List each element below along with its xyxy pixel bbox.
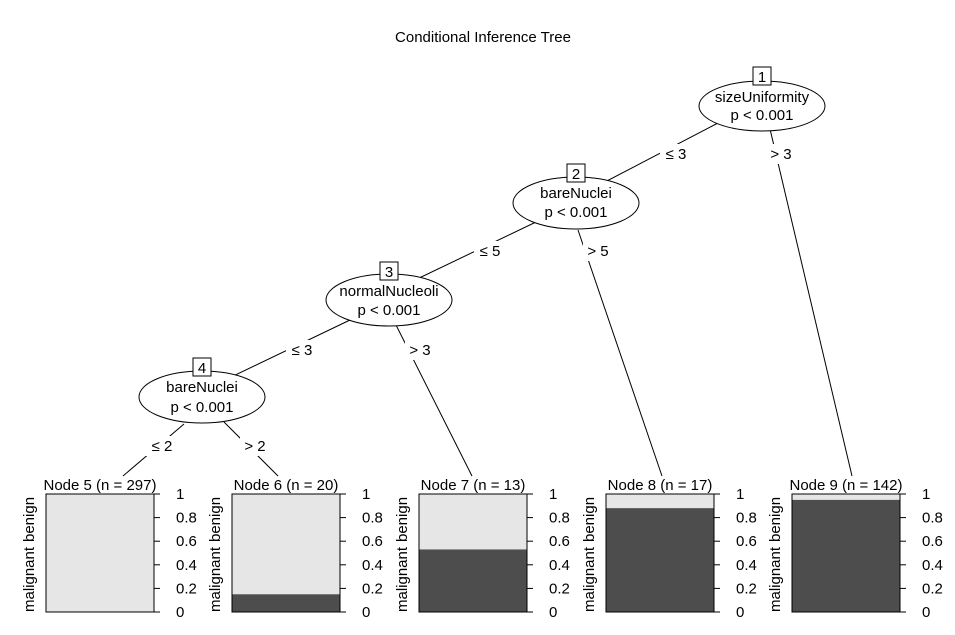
- bar-benign: [45, 493, 155, 613]
- terminal-node-label: Node 6 (n = 20): [234, 477, 339, 494]
- y-label-benign: benign: [21, 497, 38, 542]
- axis-tick-label: 0: [362, 604, 370, 621]
- terminal-node-label: Node 7 (n = 13): [421, 477, 526, 494]
- y-label-malignant: malignant: [581, 546, 598, 612]
- axis-tick-label: 0: [549, 604, 557, 621]
- y-label-benign: benign: [581, 497, 598, 542]
- bar-frame: [45, 493, 155, 613]
- terminal-node-9: Node 9 (n = 142) 0 0.2 0.4 0.6 0.8 1 malignant b…: [767, 477, 943, 621]
- terminal-node-label: Node 8 (n = 17): [608, 477, 713, 494]
- y-label-benign: benign: [394, 497, 411, 542]
- edge-2-8: [577, 229, 663, 477]
- bar-malignant: [792, 499, 900, 612]
- axis-tick-label: 0.6: [922, 533, 943, 550]
- inner-node-1: 1 sizeUniformity p < 0.001: [698, 66, 826, 132]
- axis-tick-label: 0.2: [736, 580, 757, 597]
- node-pvalue-4: p < 0.001: [171, 399, 234, 416]
- axis-tick-label: 0: [176, 604, 184, 621]
- bar-malignant: [232, 594, 340, 612]
- axis-tick-label: 0.2: [362, 580, 383, 597]
- axis-tick-label: 0.4: [549, 557, 570, 574]
- axis-tick-label: 0: [922, 604, 930, 621]
- tree-edges: [122, 122, 853, 477]
- y-label-malignant: malignant: [767, 546, 784, 612]
- axis-tick-label: 0.8: [736, 510, 757, 527]
- bar-frame: [418, 493, 528, 613]
- axis-tick-label: 0.4: [736, 557, 757, 574]
- axis-tick-label: 0.2: [176, 580, 197, 597]
- bar-malignant: [419, 549, 527, 612]
- edge-label-2-3: ≤ 5: [480, 243, 501, 260]
- inner-node-4: 4 bareNuclei p < 0.001: [138, 357, 266, 424]
- edge-label-4-5: ≤ 2: [152, 438, 173, 455]
- edge-label-4-6: > 2: [244, 438, 265, 455]
- terminal-nodes: Node 5 (n = 297) 0 0.2 0.4 0.6 0.8 1 malignant b…: [21, 477, 943, 621]
- terminal-node-6: Node 6 (n = 20) 0 0.2 0.4 0.6 0.8 1 malignant be…: [207, 477, 383, 621]
- axis-tick-label: 0: [736, 604, 744, 621]
- y-label-benign: benign: [207, 497, 224, 542]
- axis-tick-label: 0.8: [176, 510, 197, 527]
- edge-label-3-4: ≤ 3: [292, 342, 313, 359]
- terminal-node-5: Node 5 (n = 297) 0 0.2 0.4 0.6 0.8 1 malignant b…: [21, 477, 197, 621]
- bar-frame: [605, 493, 715, 613]
- inner-node-2: 2 bareNuclei p < 0.001: [512, 163, 640, 230]
- edge-label-3-7: > 3: [409, 342, 430, 359]
- axis-tick-label: 0.8: [922, 510, 943, 527]
- axis-tick-label: 1: [362, 486, 370, 503]
- edge-label-1-2: ≤ 3: [666, 146, 687, 163]
- node-id-4: 4: [198, 360, 206, 377]
- bar-malignant: [606, 508, 714, 612]
- bar-frame: [231, 493, 341, 613]
- node-pvalue-3: p < 0.001: [358, 302, 421, 319]
- y-label-benign: benign: [767, 497, 784, 542]
- node-id-1: 1: [758, 69, 766, 86]
- diagram-title: Conditional Inference Tree: [395, 29, 571, 46]
- y-label-malignant: malignant: [21, 546, 38, 612]
- axis-tick-label: 0.2: [922, 580, 943, 597]
- node-variable-4: bareNuclei: [166, 379, 238, 396]
- terminal-node-7: Node 7 (n = 13) 0 0.2 0.4 0.6 0.8 1 malignant be…: [394, 477, 570, 621]
- axis-tick-label: 1: [549, 486, 557, 503]
- axis-tick-label: 1: [176, 486, 184, 503]
- axis-tick-label: 1: [922, 486, 930, 503]
- axis-tick-label: 0.6: [362, 533, 383, 550]
- axis-tick-label: 0.6: [549, 533, 570, 550]
- axis-tick-label: 0.4: [176, 557, 197, 574]
- axis-tick-label: 0.6: [736, 533, 757, 550]
- axis-tick-label: 0.4: [922, 557, 943, 574]
- terminal-node-8: Node 8 (n = 17) 0 0.2 0.4 0.6 0.8 1 malignant be…: [581, 477, 757, 621]
- node-pvalue-2: p < 0.001: [545, 204, 608, 221]
- node-variable-2: bareNuclei: [540, 185, 612, 202]
- axis-tick-label: 0.4: [362, 557, 383, 574]
- y-label-malignant: malignant: [207, 546, 224, 612]
- node-pvalue-1: p < 0.001: [731, 107, 794, 124]
- bar-frame: [791, 493, 901, 613]
- axis-tick-label: 0.2: [549, 580, 570, 597]
- terminal-node-label: Node 9 (n = 142): [790, 477, 903, 494]
- axis-tick-label: 0.8: [549, 510, 570, 527]
- terminal-node-label: Node 5 (n = 297): [44, 477, 157, 494]
- edge-1-9: [769, 128, 853, 477]
- node-id-3: 3: [385, 264, 393, 281]
- axis-tick-label: 0.6: [176, 533, 197, 550]
- node-variable-3: normalNucleoli: [339, 283, 438, 300]
- axis-tick-label: 1: [736, 486, 744, 503]
- node-variable-1: sizeUniformity: [715, 89, 810, 106]
- node-id-2: 2: [572, 166, 580, 183]
- axis-tick-label: 0.8: [362, 510, 383, 527]
- inner-node-3: 3 normalNucleoli p < 0.001: [325, 261, 453, 327]
- edge-label-1-9: > 3: [770, 146, 791, 163]
- edge-label-2-8: > 5: [587, 243, 608, 260]
- edge-labels: ≤ 3 > 3 ≤ 5 > 5 ≤ 3 > 3 ≤ 2 > 2: [146, 144, 796, 456]
- y-label-malignant: malignant: [394, 546, 411, 612]
